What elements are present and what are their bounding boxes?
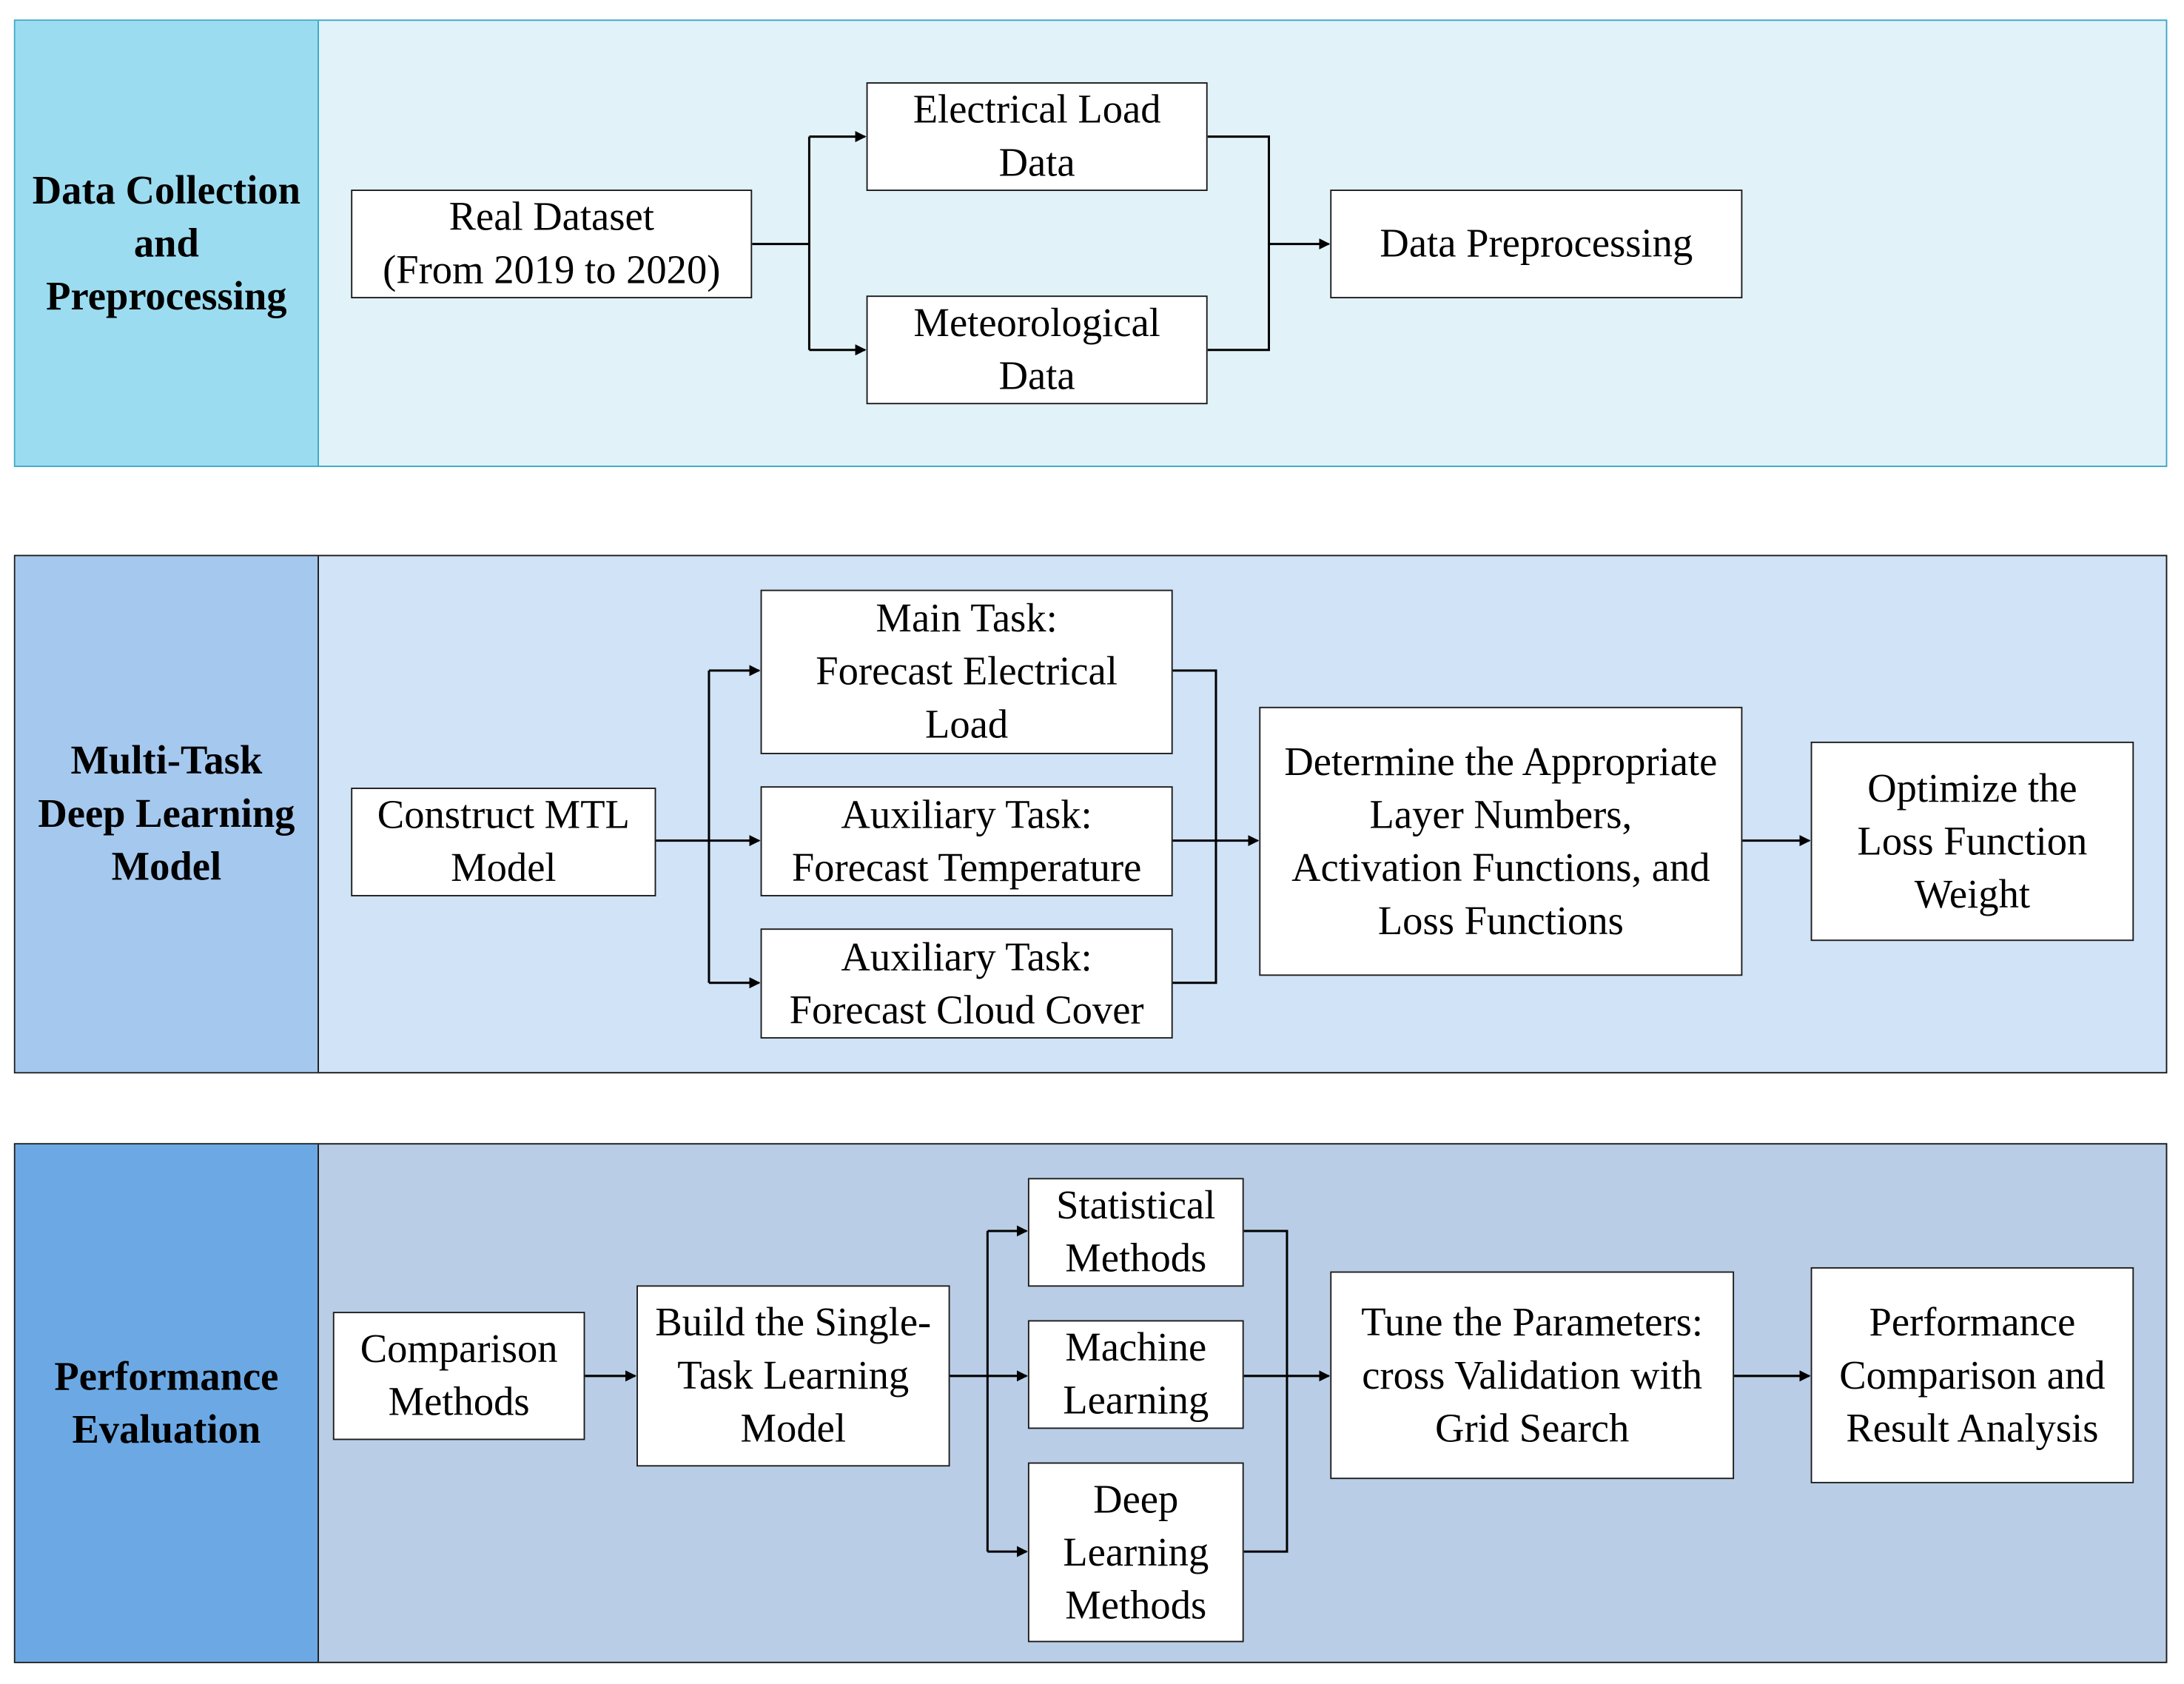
node-statistical-methods: Statistical Methods xyxy=(1027,1178,1244,1287)
section-title-line: Performance xyxy=(54,1354,279,1399)
node-text-line: Layer Numbers, xyxy=(1369,792,1633,837)
node-text-line: Model xyxy=(740,1406,847,1452)
node-machine-learning: Machine Learning xyxy=(1027,1320,1244,1429)
node-text-line: Optimize the xyxy=(1867,765,2077,811)
node-text-line: Data xyxy=(998,141,1075,186)
node-text-line: Forecast Cloud Cover xyxy=(789,987,1144,1033)
node-text-line: Electrical Load xyxy=(913,87,1161,132)
node-text-line: Tune the Parameters: xyxy=(1361,1300,1704,1345)
node-text-line: Learning xyxy=(1063,1378,1209,1423)
section-title-line: Evaluation xyxy=(72,1407,261,1452)
node-text-line: Determine the Appropriate xyxy=(1284,739,1718,785)
node-construct-mtl-model: Construct MTL Model xyxy=(351,788,656,896)
node-text-line: Methods xyxy=(1065,1236,1207,1281)
node-deep-learning-methods: Deep Learning Methods xyxy=(1027,1462,1244,1643)
node-text-line: Real Dataset xyxy=(448,195,654,240)
node-real-dataset: Real Dataset (From 2019 to 2020) xyxy=(351,189,753,299)
node-aux-task-temperature: Auxiliary Task: Forecast Temperature xyxy=(760,786,1173,896)
node-text-line: Meteorological xyxy=(913,301,1160,346)
node-text-line: Comparison xyxy=(360,1326,558,1372)
section-title-line: Multi-Task xyxy=(70,739,263,784)
node-text-line: Loss Functions xyxy=(1377,898,1624,944)
node-text-line: Main Task: xyxy=(876,597,1058,642)
section-title-line: Deep Learning xyxy=(38,791,295,836)
node-text-line: Statistical xyxy=(1056,1183,1216,1229)
node-text-line: Auxiliary Task: xyxy=(841,934,1092,980)
node-text-line: Forecast Electrical xyxy=(816,649,1118,694)
node-text-line: Performance xyxy=(1869,1300,2076,1345)
node-text-line: Load xyxy=(925,702,1009,748)
section-title-line: Preprocessing xyxy=(46,274,287,319)
node-text-line: Auxiliary Task: xyxy=(841,792,1092,837)
node-text-line: Weight xyxy=(1914,872,2031,917)
node-text-line: Result Analysis xyxy=(1846,1406,2099,1451)
node-text-line: Data xyxy=(998,354,1075,399)
node-optimize-loss-weight: Optimize the Loss Function Weight xyxy=(1810,741,2134,942)
node-text-line: Comparison and xyxy=(1839,1352,2106,1398)
node-text-line: Deep xyxy=(1093,1477,1179,1522)
section-title-multi-task-model: Multi-Task Deep Learning Model xyxy=(15,556,319,1073)
node-text-line: Forecast Temperature xyxy=(791,845,1142,890)
node-text-line: (From 2019 to 2020) xyxy=(383,248,721,293)
node-text-line: Learning xyxy=(1063,1529,1209,1575)
node-text-line: Machine xyxy=(1065,1326,1207,1371)
node-text-line: Construct MTL xyxy=(377,793,630,838)
node-text-line: Data Preprocessing xyxy=(1380,221,1693,266)
section-title-line: and xyxy=(133,221,199,266)
node-data-preprocessing: Data Preprocessing xyxy=(1330,189,1743,299)
section-title-data-collection: Data Collection and Preprocessing xyxy=(15,21,319,466)
section-title-line: Data Collection xyxy=(32,167,301,213)
node-tune-parameters: Tune the Parameters: cross Validation wi… xyxy=(1330,1271,1735,1480)
node-main-task: Main Task: Forecast Electrical Load xyxy=(760,589,1173,754)
section-title-line: Model xyxy=(111,845,222,890)
node-text-line: Grid Search xyxy=(1435,1406,1630,1451)
node-build-single-task-model: Build the Single- Task Learning Model xyxy=(636,1285,950,1467)
node-text-line: Model xyxy=(451,846,557,891)
node-electrical-load-data: Electrical Load Data xyxy=(866,82,1208,192)
node-meteorological-data: Meteorological Data xyxy=(866,295,1208,405)
node-text-line: Loss Function xyxy=(1857,819,2088,864)
node-performance-comparison: Performance Comparison and Result Analys… xyxy=(1810,1267,2134,1483)
node-text-line: Task Learning xyxy=(677,1353,910,1398)
node-text-line: Methods xyxy=(1065,1583,1207,1628)
node-text-line: Build the Single- xyxy=(655,1301,932,1346)
node-determine-layers: Determine the Appropriate Layer Numbers,… xyxy=(1259,706,1743,976)
section-title-performance-evaluation: Performance Evaluation xyxy=(15,1144,319,1662)
node-text-line: Activation Functions, and xyxy=(1291,845,1710,890)
node-text-line: cross Validation with xyxy=(1362,1352,1703,1398)
node-comparison-methods: Comparison Methods xyxy=(332,1312,585,1440)
node-aux-task-cloud-cover: Auxiliary Task: Forecast Cloud Cover xyxy=(760,928,1173,1039)
node-text-line: Methods xyxy=(388,1380,530,1425)
